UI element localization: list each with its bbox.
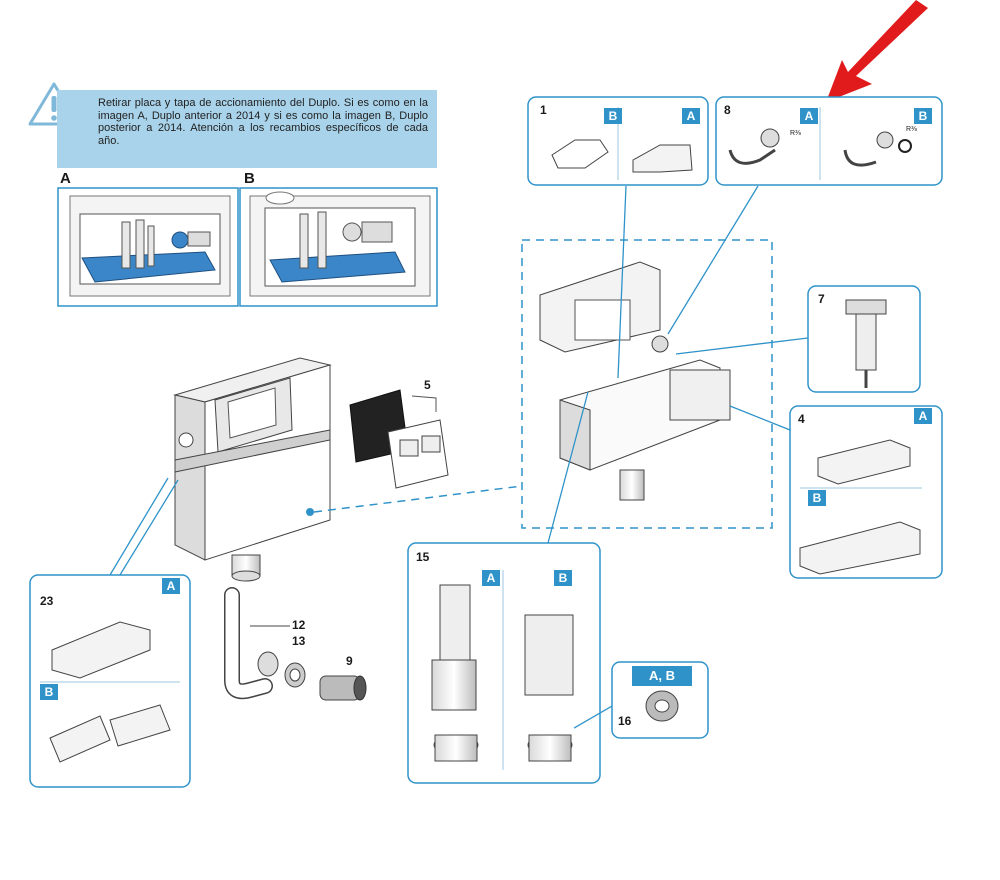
- part-number-16: 16: [618, 714, 632, 728]
- callout-box-23: [29, 574, 191, 788]
- part-number-8: 8: [724, 103, 731, 117]
- part-number-23: 23: [40, 594, 54, 608]
- red-arrow-icon: [826, 0, 928, 102]
- leader-lines: [109, 185, 809, 729]
- part-number-4: 4: [798, 412, 805, 426]
- part-5-blocks: [349, 389, 449, 489]
- install-view-a: [57, 187, 239, 307]
- callout-box-15: [407, 542, 601, 784]
- part-number-5: 5: [424, 378, 431, 392]
- install-label-a: A: [60, 170, 71, 187]
- part-number-13: 13: [292, 634, 306, 648]
- part-12-elbow: [224, 587, 290, 700]
- variant-badge-8-a: A: [800, 108, 818, 124]
- notice-banner: [57, 90, 437, 168]
- exploded-mechanism: [521, 239, 773, 529]
- variant-badge-1-b: B: [604, 108, 622, 124]
- thread-label-8-b: R⅜: [906, 126, 917, 133]
- variant-badge-15-b: B: [554, 570, 572, 586]
- install-view-b: [239, 187, 438, 307]
- part-number-9: 9: [346, 654, 353, 668]
- part-number-15: 15: [416, 550, 430, 564]
- cistern-body: [173, 357, 332, 582]
- variant-badge-16-ab: A, B: [632, 666, 692, 686]
- part-13-ring: [284, 662, 306, 688]
- variant-badge-23-a: A: [162, 578, 180, 594]
- variant-badge-4-a: A: [914, 408, 932, 424]
- variant-badge-1-a: A: [682, 108, 700, 124]
- install-label-b: B: [244, 170, 255, 187]
- callout-box-7: [807, 285, 921, 393]
- callout-box-4: [789, 405, 943, 579]
- part-number-1: 1: [540, 103, 547, 117]
- notice-text: Retirar placa y tapa de accionamiento de…: [98, 97, 428, 147]
- part-9-cap: [319, 675, 367, 701]
- variant-badge-4-b: B: [808, 490, 826, 506]
- callout-box-1: [527, 96, 709, 186]
- callout-box-8: [715, 96, 943, 186]
- part-number-7: 7: [818, 292, 825, 306]
- part-number-12: 12: [292, 618, 306, 632]
- variant-badge-15-a: A: [482, 570, 500, 586]
- thread-label-8-a: R⅜: [790, 130, 801, 137]
- variant-badge-23-b: B: [40, 684, 58, 700]
- variant-badge-8-b: B: [914, 108, 932, 124]
